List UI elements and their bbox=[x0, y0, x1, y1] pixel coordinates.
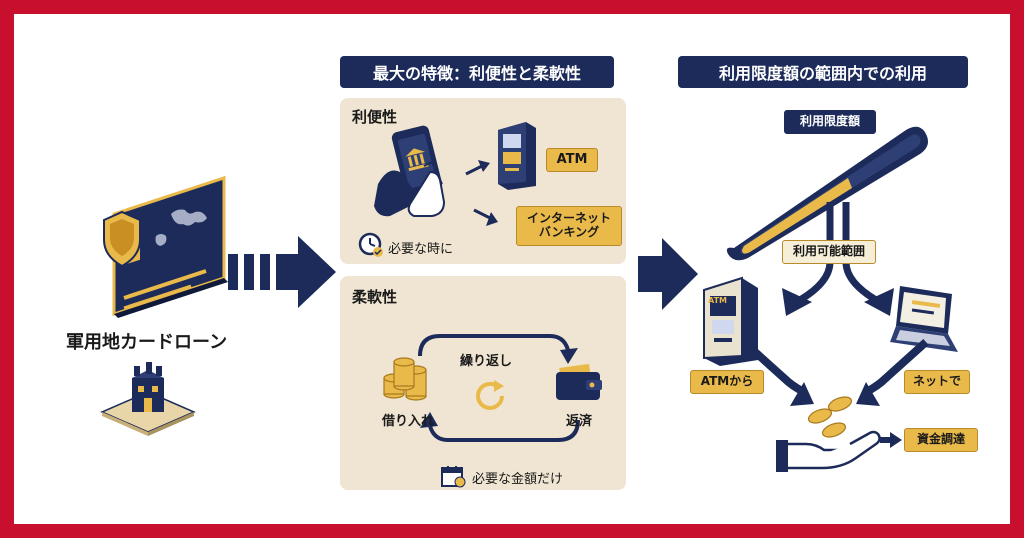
borrow-label: 借り入れ bbox=[382, 414, 435, 429]
when-needed-label: 必要な時に bbox=[388, 242, 454, 257]
flow-arrow-icon bbox=[638, 238, 698, 310]
military-base-icon bbox=[100, 362, 196, 436]
repeat-label: 繰り返し bbox=[460, 354, 513, 369]
arrow-right-icon bbox=[880, 432, 902, 448]
wallet-icon bbox=[556, 363, 602, 400]
convenience-panel: 利便性 bbox=[340, 98, 626, 264]
refresh-icon bbox=[476, 380, 504, 410]
clock-icon bbox=[358, 232, 383, 257]
atm-machine-icon bbox=[498, 122, 536, 190]
internet-banking-tag: インターネット バンキング bbox=[516, 206, 622, 246]
arrow-right-icon bbox=[465, 160, 490, 176]
atm-screen-label: ATM bbox=[708, 296, 727, 305]
atm-tag: ATM bbox=[546, 148, 598, 172]
infographic-frame: 軍用地カードローン 最大の特徴：利便性と柔軟性 利便性 bbox=[14, 14, 1010, 524]
amount-label: 必要な金額だけ bbox=[472, 472, 564, 487]
convenience-title: 利便性 bbox=[352, 108, 398, 126]
net-channel-tag: ネットで bbox=[904, 370, 970, 394]
loan-name: 軍用地カードローン bbox=[66, 332, 228, 353]
arrow-right-icon bbox=[473, 208, 498, 226]
flexibility-panel: 柔軟性 借り入れ 繰り返し 返済 bbox=[340, 276, 626, 490]
flow-arrow-icon bbox=[228, 236, 336, 308]
coins-hand-icon bbox=[776, 396, 881, 472]
limit-usage-header: 利用限度額の範囲内での利用 bbox=[678, 56, 968, 88]
features-header: 最大の特徴：利便性と柔軟性 bbox=[340, 56, 614, 88]
shield-icon bbox=[103, 210, 141, 268]
flexibility-title: 柔軟性 bbox=[352, 288, 398, 306]
loan-card-illustration bbox=[103, 175, 228, 318]
laptop-icon bbox=[890, 286, 958, 352]
converge-arrows bbox=[741, 339, 929, 406]
credit-limit-tag: 利用限度額 bbox=[784, 110, 876, 134]
available-range-tag: 利用可能範囲 bbox=[782, 240, 876, 264]
calendar-icon bbox=[441, 466, 466, 488]
coin-stack-icon bbox=[383, 357, 427, 401]
cycle-arrows bbox=[418, 334, 580, 442]
repay-label: 返済 bbox=[566, 414, 593, 429]
funding-tag: 資金調達 bbox=[904, 428, 978, 452]
atm-channel-tag: ATMから bbox=[690, 370, 764, 394]
available-range-fill bbox=[742, 178, 852, 254]
limit-gauge-bar bbox=[726, 126, 928, 261]
smartphone-hand-icon bbox=[374, 125, 446, 217]
